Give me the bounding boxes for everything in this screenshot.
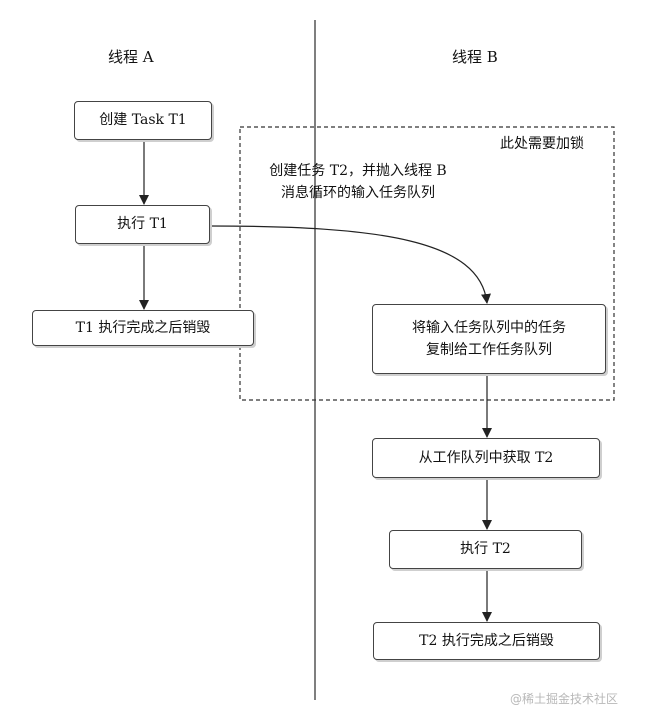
create-t2-note: 创建任务 T2，并抛入线程 B 消息循环的输入任务队列 (247, 160, 469, 205)
execute-t2-box: 执行 T2 (389, 530, 582, 569)
create-task-t1-box: 创建 Task T1 (74, 101, 212, 140)
copy-queue-box: 将输入任务队列中的任务 复制给工作任务队列 (372, 304, 606, 374)
lock-region-border (239, 126, 615, 401)
lock-region-label: 此处需要加锁 (500, 136, 584, 152)
watermark: @稀土掘金技术社区 (510, 692, 619, 706)
create-t2-note-line1: 创建任务 T2，并抛入线程 B (269, 163, 447, 179)
fetch-t2-box: 从工作队列中获取 T2 (372, 438, 600, 478)
destroy-t1-box: T1 执行完成之后销毁 (32, 310, 254, 346)
destroy-t2-box: T2 执行完成之后销毁 (373, 622, 600, 660)
lane-title-thread-b: 线程 B (452, 48, 498, 66)
arrow-execute-t1-to-copy-queue (209, 225, 491, 304)
execute-t1-box: 执行 T1 (75, 205, 210, 244)
lane-title-thread-a: 线程 A (108, 48, 154, 66)
copy-queue-line2: 复制给工作任务队列 (426, 342, 552, 358)
copy-queue-line1: 将输入任务队列中的任务 (412, 319, 566, 336)
create-t2-note-line2: 消息循环的输入任务队列 (281, 185, 435, 202)
